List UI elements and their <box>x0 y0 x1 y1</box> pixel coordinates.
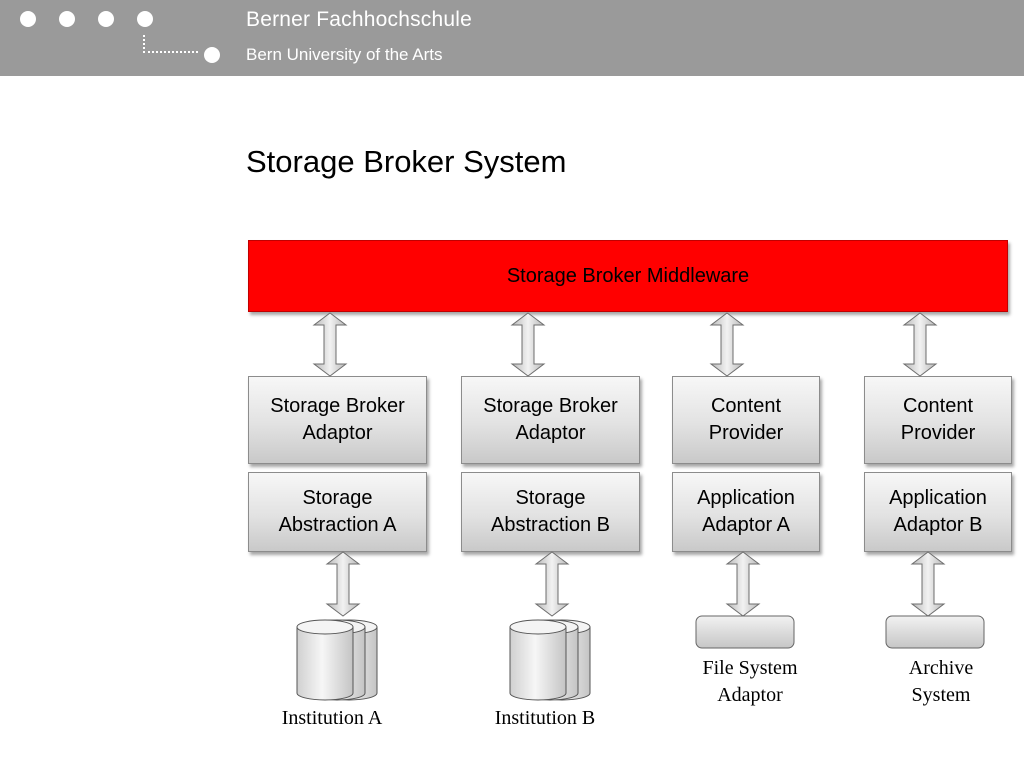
lower-double-arrow-3 <box>725 551 761 617</box>
upper-double-arrow-2 <box>510 312 546 377</box>
upper-double-arrow-1 <box>312 312 348 377</box>
mid-box-4-line-2: Adaptor B <box>893 514 983 536</box>
lower-double-arrow-4 <box>910 551 946 617</box>
top-box-3-line-1: Content <box>710 395 782 417</box>
top-box-3-line-2: Provider <box>708 422 784 444</box>
caption-1: Institution A <box>262 705 402 732</box>
school-subtitle: Bern University of the Arts <box>246 45 443 64</box>
logo-dot-1 <box>20 11 36 27</box>
top-box-4-line-2: Provider <box>900 422 976 444</box>
header-bar: Berner Fachhochschule Bern University of… <box>0 0 1024 76</box>
caption-3-line-1: File System <box>702 657 798 679</box>
lower-double-arrow-2 <box>534 551 570 617</box>
mid-box-4-line-1: Application <box>889 487 987 509</box>
middleware-label: Storage Broker Middleware <box>506 264 750 287</box>
caption-2-line-1: Institution B <box>494 707 596 729</box>
mid-box-3-line-1: Application <box>697 487 795 509</box>
mid-box-1-line-2: Abstraction A <box>278 514 397 536</box>
top-box-1-line-2: Adaptor <box>302 422 373 444</box>
logo-dotted-connector <box>143 35 198 53</box>
rounded-rectangle-icon <box>885 615 985 649</box>
caption-3: File System Adaptor <box>680 655 820 709</box>
mid-box-2-line-1: Storage <box>515 487 586 509</box>
top-box-2-line-1: Storage Broker <box>483 395 618 417</box>
caption-4: Archive System <box>871 655 1011 709</box>
top-box-2-line-2: Adaptor <box>515 422 586 444</box>
database-stack-icon <box>296 619 378 701</box>
lower-double-arrow-1 <box>325 551 361 617</box>
middleware-box: Storage Broker Middleware <box>248 240 1008 312</box>
caption-3-line-2: Adaptor <box>717 684 783 706</box>
caption-4-line-1: Archive <box>908 657 974 679</box>
logo-dot-2 <box>59 11 75 27</box>
logo-dot-4 <box>137 11 153 27</box>
slide-title: Storage Broker System <box>246 144 567 179</box>
upper-double-arrow-3 <box>709 312 745 377</box>
caption-1-line-1: Institution A <box>281 707 383 729</box>
mid-box-1-line-1: Storage <box>302 487 373 509</box>
caption-2: Institution B <box>475 705 615 732</box>
mid-box-3-line-2: Adaptor A <box>702 514 790 536</box>
top-box-1-line-1: Storage Broker <box>270 395 405 417</box>
rounded-rectangle-icon <box>695 615 795 649</box>
mid-box-2-line-2: Abstraction B <box>491 514 610 536</box>
school-name: Berner Fachhochschule <box>246 8 472 31</box>
upper-double-arrow-4 <box>902 312 938 377</box>
top-box-4-line-1: Content <box>902 395 974 417</box>
logo-dot-3 <box>98 11 114 27</box>
database-stack-icon <box>509 619 591 701</box>
logo-dot-5 <box>204 47 220 63</box>
caption-4-line-2: System <box>911 684 971 706</box>
